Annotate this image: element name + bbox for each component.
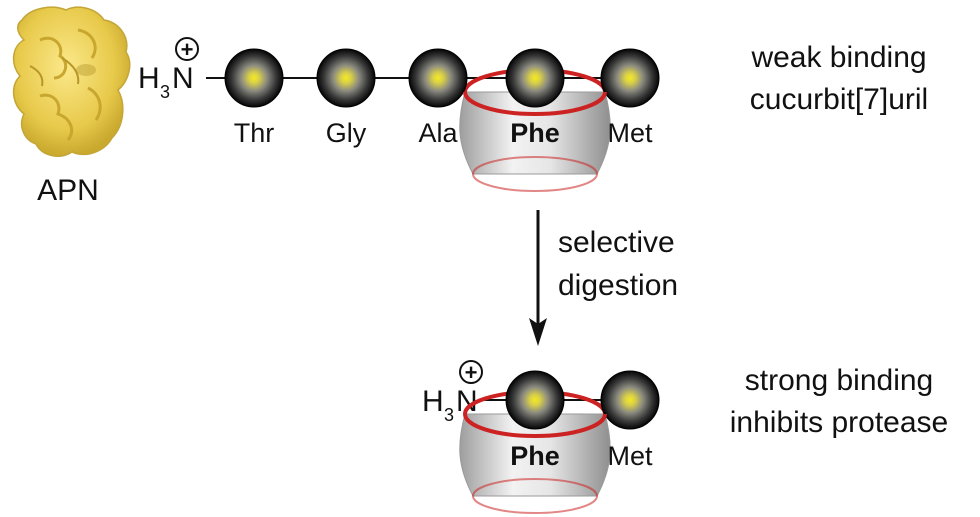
residue-bead-met <box>600 48 660 108</box>
inhibits-protease-text: inhibits protease <box>730 406 948 439</box>
residue-label-phe: Phe <box>510 118 560 148</box>
bottom-ammonium-h: H <box>422 385 444 418</box>
top-annotation: weak binding cucurbit[7]uril <box>750 41 928 116</box>
residue-label-gly: Gly <box>326 118 367 148</box>
apn-label: APN <box>37 174 99 207</box>
top-positive-charge-icon <box>175 37 199 61</box>
top-cucurbituril-top-rim-front <box>463 91 607 116</box>
bottom-positive-charge-icon <box>459 360 483 384</box>
residue-bead-ala <box>408 48 468 108</box>
top-ammonium: H 3 N + <box>138 37 199 102</box>
bottom-residue-label-phe: Phe <box>510 441 560 471</box>
apn-protein-icon <box>12 6 131 157</box>
strong-binding-text: strong binding <box>745 364 933 397</box>
bottom-annotation: strong binding inhibits protease <box>730 364 948 439</box>
top-ammonium-h: H <box>138 62 160 95</box>
top-ammonium-sub: 3 <box>160 82 170 102</box>
arrow-label-line-2: digestion <box>558 269 678 302</box>
residue-bead-thr <box>224 48 284 108</box>
residue-label-thr: Thr <box>234 118 275 148</box>
residue-label-ala: Ala <box>418 118 458 148</box>
residue-bead-met <box>600 370 660 430</box>
bottom-residue-labels: Phe Met <box>510 441 653 471</box>
residue-bead-phe <box>505 48 565 108</box>
residue-bead-gly <box>316 48 376 108</box>
bottom-peptide: H 3 N + Phe Met <box>422 360 660 514</box>
top-charge-sign: + <box>181 37 194 62</box>
top-ammonium-n: N <box>172 62 194 95</box>
bottom-cucurbituril-bottom-rim <box>472 478 598 514</box>
bottom-charge-sign: + <box>465 360 478 385</box>
residue-bead-phe <box>505 370 565 430</box>
weak-binding-text: weak binding <box>750 41 926 74</box>
bottom-cucurbituril-top-rim-front <box>463 413 607 438</box>
top-cucurbituril-bottom-rim <box>472 156 598 192</box>
arrow-label-line-1: selective <box>558 226 675 259</box>
bottom-residue-label-met: Met <box>607 441 653 471</box>
top-peptide: H 3 N + Thr Gly Ala Phe Met <box>138 37 660 192</box>
bottom-residue-beads <box>505 370 660 430</box>
arrow-label: selective digestion <box>558 226 678 302</box>
bottom-ammonium: H 3 N + <box>422 360 483 425</box>
bottom-ammonium-n: N <box>456 385 478 418</box>
top-residue-labels: Thr Gly Ala Phe Met <box>234 118 653 148</box>
cucurbituril-name-text: cucurbit[7]uril <box>750 83 928 116</box>
digestion-arrow <box>529 210 547 346</box>
bottom-cucurbituril-rim <box>463 413 607 438</box>
top-residue-beads <box>224 48 660 108</box>
residue-label-met: Met <box>607 118 653 148</box>
top-cucurbituril-rim <box>463 91 607 116</box>
bottom-ammonium-sub: 3 <box>444 405 454 425</box>
